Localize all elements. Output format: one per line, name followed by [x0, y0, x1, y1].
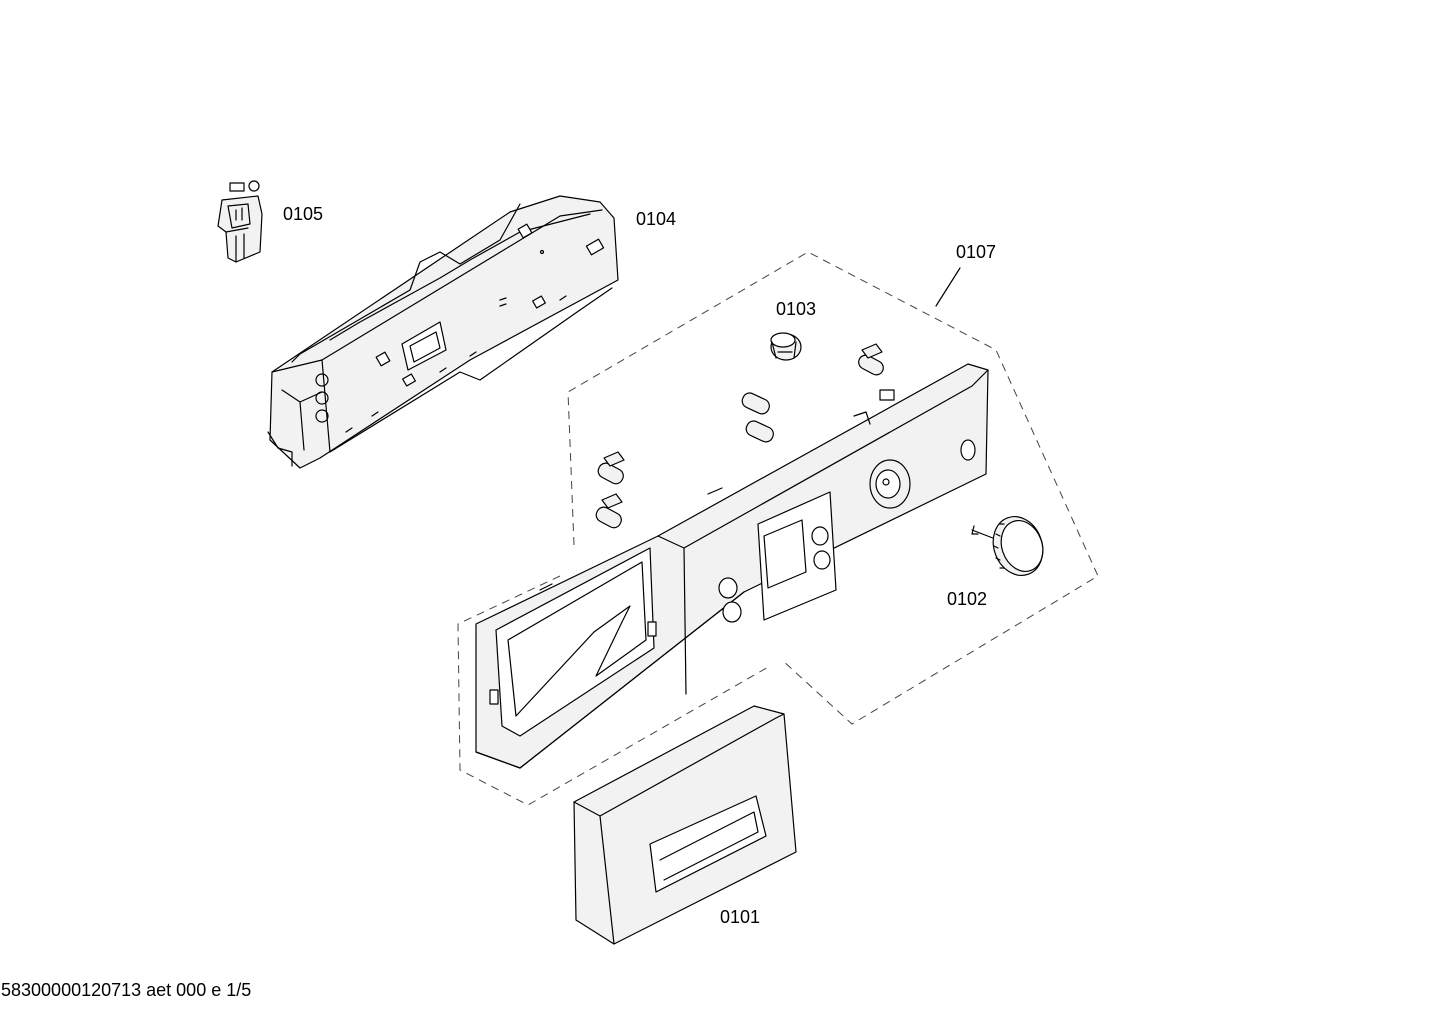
label-0102: 0102 — [947, 589, 987, 609]
plunger-pieces — [595, 343, 884, 529]
part-0105-connector — [217, 180, 263, 263]
label-0103: 0103 — [776, 299, 816, 319]
part-0104-electronic-module — [267, 195, 619, 469]
label-0107: 0107 — [956, 242, 996, 262]
label-0104: 0104 — [636, 209, 676, 229]
part-0101-drawer-handle — [573, 705, 797, 945]
assembly-group-0107-outline — [457, 251, 1099, 806]
document-footer-code: 58300000120713 aet 000 e 1/5 — [1, 980, 252, 1000]
part-0102-selector-knob — [971, 516, 1044, 576]
part-0103-button-cap — [770, 332, 802, 361]
leader-lines — [935, 267, 961, 307]
label-0101: 0101 — [720, 907, 760, 927]
control-panel-fascia — [475, 363, 989, 769]
label-0105: 0105 — [283, 204, 323, 224]
